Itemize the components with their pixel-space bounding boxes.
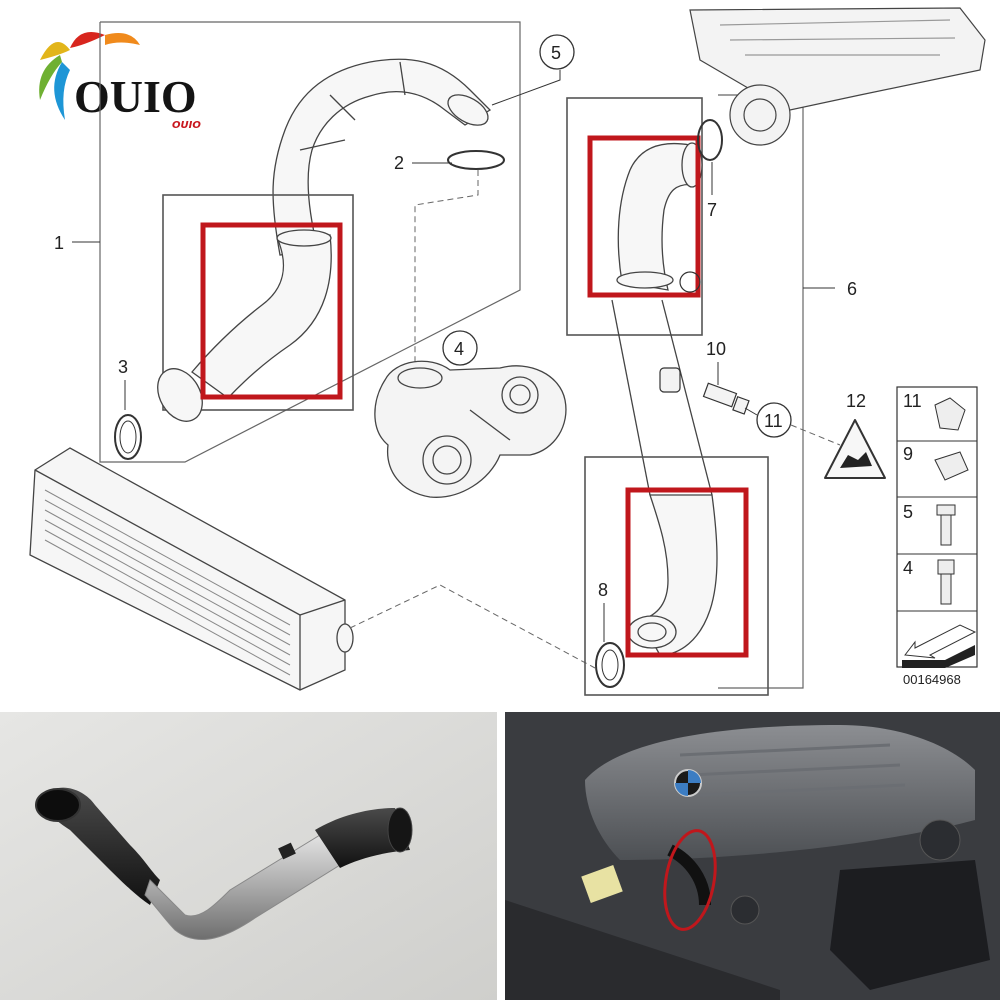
hose-6-lower-box — [584, 456, 769, 696]
brand-name: OUIO — [74, 71, 197, 122]
svg-text:11: 11 — [903, 391, 922, 411]
svg-text:5: 5 — [903, 502, 913, 522]
seal-ring-7 — [697, 119, 723, 161]
coolant-reservoir — [830, 860, 990, 990]
callout-2: 2 — [394, 153, 452, 173]
callout-1: 1 — [54, 233, 100, 253]
hose-metal-pipe — [144, 834, 341, 940]
legend-item-11: 11 — [903, 391, 966, 431]
hose-1-lower-section — [157, 229, 332, 422]
logo-feather-icon — [39, 31, 140, 120]
callout-10: 10 — [706, 339, 726, 385]
warning-triangle-icon — [824, 419, 886, 479]
callout-6: 6 — [803, 279, 857, 299]
hex-bolt-icon — [936, 504, 956, 546]
leader-2-to-turbo — [414, 170, 479, 380]
callout-3: 3 — [118, 357, 128, 410]
engine-intake-manifold — [689, 7, 986, 146]
reservoir-cap — [919, 819, 961, 861]
svg-text:4: 4 — [903, 558, 913, 578]
svg-text:8: 8 — [598, 580, 608, 600]
svg-text:6: 6 — [847, 279, 857, 299]
radiator-support — [505, 900, 780, 1000]
legend-item-4: 4 — [903, 558, 955, 605]
socket-bolt-icon — [937, 559, 955, 605]
svg-text:2: 2 — [394, 153, 404, 173]
turbocharger — [374, 360, 567, 498]
callout-12: 12 — [846, 391, 866, 411]
svg-text:3: 3 — [118, 357, 128, 377]
legend-item-9: 9 — [903, 444, 969, 481]
callout-5: 5 — [491, 34, 575, 106]
brand-logo: OUIO OUIO — [39, 31, 201, 131]
legend-item-5: 5 — [903, 502, 956, 546]
hose-1-lower-box — [162, 194, 354, 411]
svg-text:11: 11 — [764, 411, 783, 431]
highlight-ellipse-hose-location — [663, 829, 717, 931]
small-parts-legend: 11 9 5 4 — [896, 386, 978, 668]
pressure-sensor — [702, 382, 750, 415]
hose-6-lower-section — [627, 494, 718, 656]
svg-text:7: 7 — [707, 200, 717, 220]
hose-coupling — [315, 808, 410, 868]
intercooler — [29, 447, 354, 691]
svg-text:10: 10 — [706, 339, 726, 359]
direction-arrow-icon — [902, 624, 977, 668]
engine-bay-photo — [505, 712, 1000, 1000]
intake-hose-photo — [667, 844, 711, 906]
callout-4: 4 — [442, 330, 478, 366]
leader-intercooler-to-8 — [349, 584, 596, 669]
callout-8: 8 — [598, 580, 608, 642]
svg-text:9: 9 — [903, 444, 913, 464]
svg-text:5: 5 — [551, 43, 561, 63]
callout-7: 7 — [707, 162, 717, 220]
highlight-box-hose-1 — [200, 222, 343, 400]
highlight-box-hose-6-lower — [625, 487, 749, 658]
seal-ring-2 — [447, 150, 505, 170]
callout-11: 11 — [744, 402, 841, 446]
product-photo — [0, 712, 497, 1000]
highlight-box-hose-6-upper — [587, 135, 701, 298]
grommet-part — [659, 367, 681, 393]
hose-6-upper-box — [566, 97, 703, 336]
part-number: 00164968 — [903, 672, 961, 687]
seal-ring-3 — [114, 414, 142, 460]
sensor-port — [278, 842, 296, 860]
hose-end-opening — [35, 788, 81, 822]
hose-6-middle-tube — [611, 299, 713, 496]
hose-6-upper-section — [616, 142, 703, 291]
bracket-clip-icon — [934, 397, 966, 431]
seal-ring-8 — [595, 642, 625, 688]
svg-text:4: 4 — [454, 339, 464, 359]
clip-nut-icon — [934, 451, 969, 481]
label-sticker — [581, 865, 623, 903]
svg-text:1: 1 — [54, 233, 64, 253]
upper-charge-hose — [272, 58, 492, 256]
svg-text:12: 12 — [846, 391, 866, 411]
hose-top-end — [387, 807, 413, 853]
oil-cap — [730, 895, 760, 925]
clip-detail — [679, 271, 701, 293]
brand-sub: OUIO — [172, 120, 201, 131]
